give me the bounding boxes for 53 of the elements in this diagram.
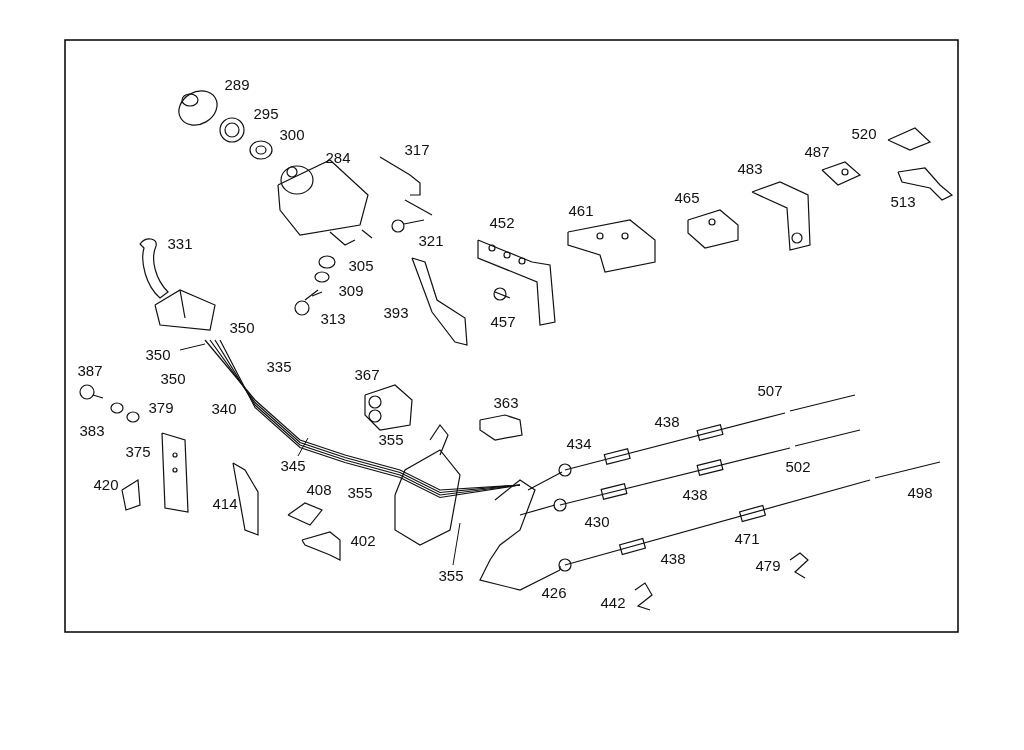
callout-number: 479 — [755, 557, 781, 573]
callout-number: 345 — [280, 457, 306, 473]
callout-number: 513 — [890, 193, 916, 209]
callout-number: 375 — [125, 443, 151, 459]
callout-number: 461 — [568, 202, 594, 218]
callout-number: 313 — [320, 310, 346, 326]
leader-line — [297, 437, 309, 457]
callout-number: 350 — [145, 346, 171, 362]
callout-number: 507 — [757, 382, 783, 398]
callout-number: 355 — [378, 431, 404, 447]
callout-number: 321 — [418, 232, 444, 248]
callout-number: 331 — [167, 235, 193, 251]
callout-number: 309 — [338, 282, 364, 298]
callout-number: 350 — [229, 319, 255, 335]
callout-number: 289 — [224, 76, 250, 92]
callout-number: 465 — [674, 189, 700, 205]
callout-number: 438 — [682, 486, 708, 502]
callout-number: 442 — [600, 594, 626, 610]
callout-number: 520 — [851, 125, 877, 141]
callout-number: 317 — [404, 141, 430, 157]
callout-number: 335 — [266, 358, 292, 374]
callout-number: 408 — [306, 481, 332, 497]
callout-number: 414 — [212, 495, 238, 511]
callout-number: 426 — [541, 584, 567, 600]
leader-line — [452, 522, 461, 566]
callout-number: 350 — [160, 370, 186, 386]
callout-number: 487 — [804, 143, 830, 159]
callout-number: 420 — [93, 476, 119, 492]
callout-number: 438 — [654, 413, 680, 429]
leader-line — [179, 343, 206, 351]
callout-number: 430 — [584, 513, 610, 529]
callout-number: 379 — [148, 399, 174, 415]
callout-number: 355 — [438, 567, 464, 583]
callout-number: 300 — [279, 126, 305, 142]
callout-number: 452 — [489, 214, 515, 230]
callout-number: 457 — [490, 313, 516, 329]
callout-number: 471 — [734, 530, 760, 546]
callout-number: 498 — [907, 484, 933, 500]
callout-number: 305 — [348, 257, 374, 273]
callout-number: 363 — [493, 394, 519, 410]
callout-number: 434 — [566, 435, 592, 451]
callout-number: 438 — [660, 550, 686, 566]
callout-number: 502 — [785, 458, 811, 474]
callout-number: 340 — [211, 400, 237, 416]
callout-number: 367 — [354, 366, 380, 382]
callout-number: 387 — [77, 362, 103, 378]
callout-number: 393 — [383, 304, 409, 320]
callout-number: 383 — [79, 422, 105, 438]
callout-number: 483 — [737, 160, 763, 176]
callout-number: 402 — [350, 532, 376, 548]
callout-number: 295 — [253, 105, 279, 121]
callout-number: 355 — [347, 484, 373, 500]
callout-number: 284 — [325, 149, 351, 165]
